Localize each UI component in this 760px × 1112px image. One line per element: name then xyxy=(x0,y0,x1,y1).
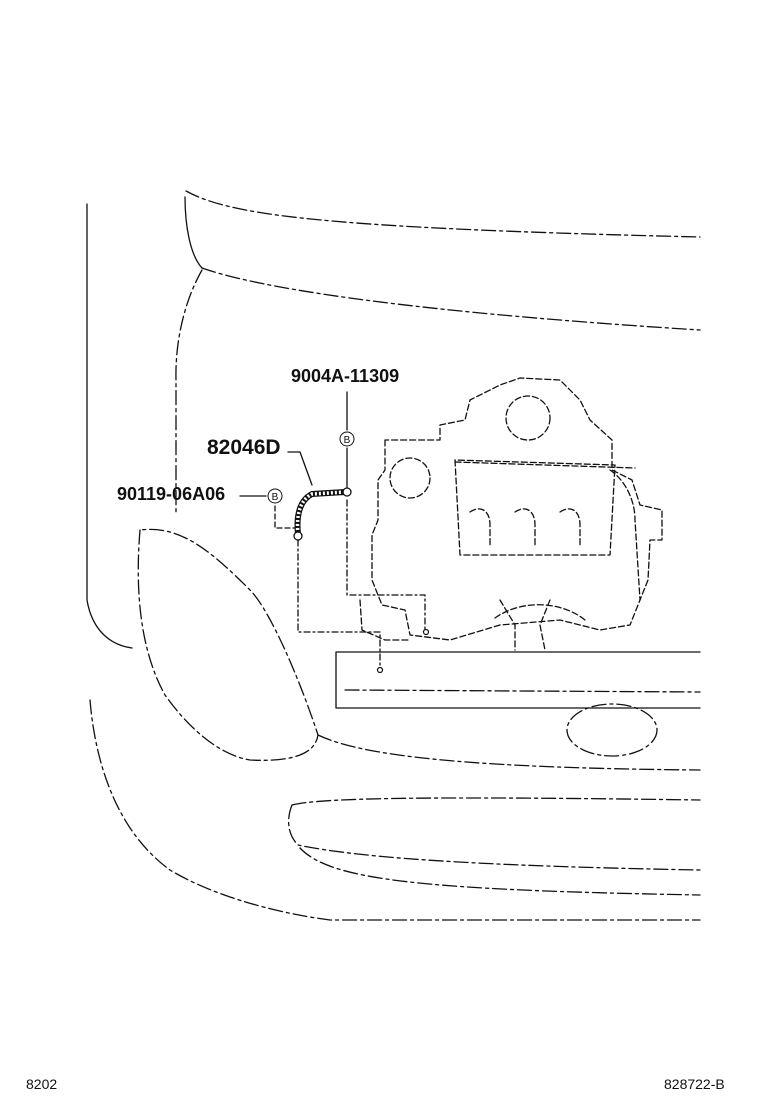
emblem-ellipse xyxy=(566,703,658,757)
lower-grille xyxy=(287,797,701,871)
fender-line xyxy=(175,269,203,516)
body-left-line xyxy=(86,203,133,649)
ground-strap-part xyxy=(293,487,352,541)
marker-b-c: B xyxy=(267,488,283,504)
route-c xyxy=(274,505,299,529)
engine-block xyxy=(359,377,663,651)
svg-text:B: B xyxy=(344,435,351,446)
headlamp-outline xyxy=(137,528,319,761)
route-a xyxy=(346,499,426,631)
hood-left-edge xyxy=(184,196,203,269)
support-beam-inner xyxy=(344,689,701,693)
marker-b-a: B xyxy=(339,431,355,447)
callout-part-82046d: 82046D xyxy=(207,436,281,459)
route-b xyxy=(297,539,381,669)
callout-part-9004a-11309: 9004A-11309 xyxy=(291,366,400,386)
callout-part-90119-06a06: 90119-06A06 xyxy=(117,484,226,504)
support-beam xyxy=(335,651,701,709)
bumper-contour xyxy=(89,699,701,921)
bolt-markers xyxy=(376,628,430,674)
footer-right-code: 828722-B xyxy=(664,1076,725,1092)
leader-part-b xyxy=(287,451,313,486)
hood-top-edge xyxy=(185,190,701,238)
svg-text:B: B xyxy=(272,492,279,503)
footer-left-code: 8202 xyxy=(26,1076,58,1092)
lower-grille-inner xyxy=(299,847,701,896)
bumper-upper xyxy=(317,734,701,771)
hood-front-edge xyxy=(201,267,701,331)
